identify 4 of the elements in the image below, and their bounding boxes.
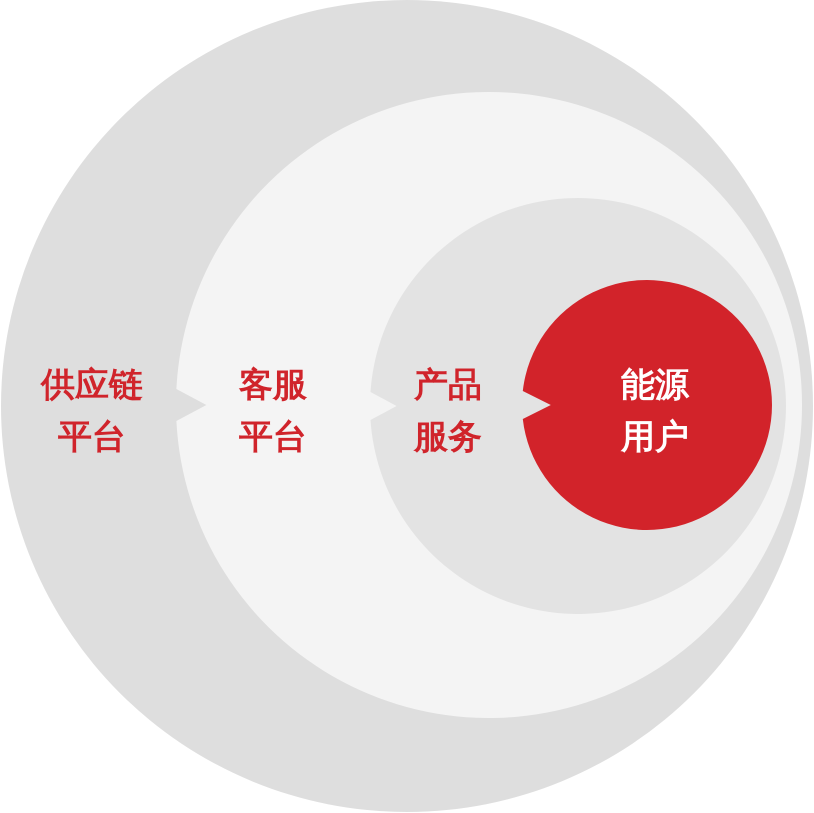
circle-label: 能源用户 xyxy=(620,364,690,459)
circle-label: 客服平台 xyxy=(238,364,308,459)
circle-label: 产品服务 xyxy=(412,364,483,459)
circle-label: 供应链平台 xyxy=(39,364,144,459)
